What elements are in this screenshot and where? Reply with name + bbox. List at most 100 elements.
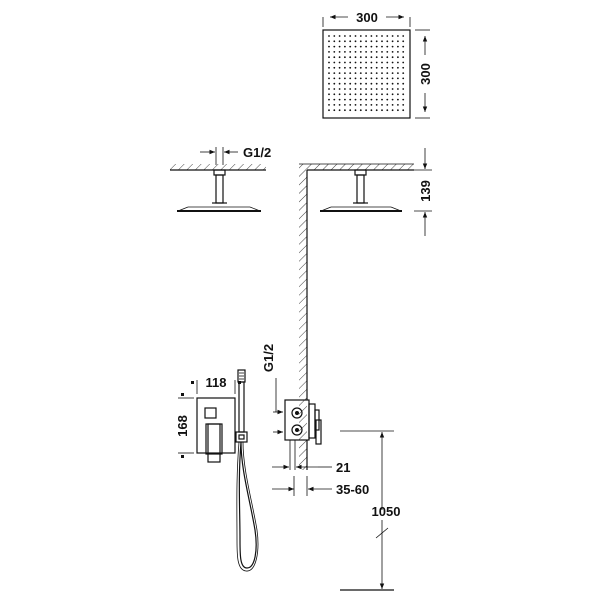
nozzle-dot [370, 77, 373, 80]
nozzle-dot [328, 40, 330, 43]
nozzle-dot [375, 35, 378, 37]
nozzle-dot [375, 45, 378, 48]
shower-head-top-view [322, 29, 411, 119]
nozzle-dot [381, 56, 383, 59]
nozzle-dot [349, 82, 352, 85]
plate-width-label: 118 [206, 375, 227, 390]
nozzle-dot [381, 98, 383, 101]
nozzle-dot [359, 45, 362, 48]
dim-arm-drop: 139 [414, 148, 433, 236]
nozzle-dot [381, 40, 383, 43]
nozzle-dot [402, 56, 405, 59]
nozzle-dot [370, 56, 373, 59]
nozzle-dot [333, 61, 336, 64]
nozzle-dot [365, 66, 367, 69]
nozzle-dot [397, 66, 399, 69]
nozzle-dot [381, 104, 383, 106]
nozzle-dot [375, 72, 378, 74]
nozzle-dot [365, 45, 367, 48]
nozzle-dot [338, 45, 341, 48]
nozzle-dot [391, 88, 394, 90]
nozzle-dot [381, 88, 383, 90]
nozzle-dot [375, 88, 378, 90]
nozzle-dot [328, 72, 330, 74]
nozzle-dot [328, 51, 330, 53]
nozzle-dot [391, 104, 394, 106]
nozzle-dot [359, 109, 362, 112]
nozzle-dot [338, 98, 341, 101]
nozzle-dot [344, 40, 346, 43]
nozzle-dot [365, 93, 367, 96]
nozzle-dot [402, 66, 405, 69]
nozzle-dot [381, 66, 383, 69]
nozzle-dot [338, 56, 341, 59]
nozzle-dot [349, 66, 352, 69]
nozzle-dot [354, 82, 357, 85]
nozzle-dot [338, 104, 341, 106]
nozzle-dot [381, 61, 383, 64]
nozzle-dot [402, 61, 405, 64]
nozzle-dot [370, 35, 373, 37]
head-width-label: 300 [356, 10, 378, 25]
nozzle-dot [391, 45, 394, 48]
nozzle-dot [375, 77, 378, 80]
nozzle-dot [402, 77, 405, 80]
nozzle-dot [365, 35, 367, 37]
nozzle-dot [402, 40, 405, 43]
nozzle-dot [370, 93, 373, 96]
ceiling-right-head [320, 169, 402, 212]
dim-plate-height: 168 [175, 393, 194, 458]
nozzle-dot [333, 51, 336, 53]
nozzle-dot [349, 98, 352, 101]
nozzle-dot [333, 72, 336, 74]
nozzle-dot [359, 61, 362, 64]
nozzle-dot [397, 109, 399, 112]
nozzle-dot [333, 77, 336, 80]
nozzle-dot [375, 109, 378, 112]
nozzle-dot [402, 35, 405, 37]
nozzle-dot [333, 66, 336, 69]
nozzle-dot [333, 40, 336, 43]
nozzle-dot [391, 56, 394, 59]
nozzle-dot [328, 88, 330, 90]
nozzle-dot [338, 109, 341, 112]
nozzle-dot [344, 51, 346, 53]
nozzle-dot [370, 72, 373, 74]
nozzle-dot [338, 40, 341, 43]
nozzle-dot [349, 72, 352, 74]
recess-depth-label: 35-60 [336, 482, 369, 497]
dim-thread-top: G1/2 [200, 145, 271, 165]
nozzle-dot [365, 82, 367, 85]
nozzle-dot [354, 51, 357, 53]
arm-drop-label: 139 [418, 180, 433, 202]
dim-projection: 21 [272, 460, 350, 475]
nozzle-dot [365, 109, 367, 112]
nozzle-dot [375, 61, 378, 64]
nozzle-dot [344, 109, 346, 112]
nozzle-dot [354, 77, 357, 80]
mount-height-label: 1050 [372, 504, 401, 519]
nozzle-dot [359, 77, 362, 80]
nozzle-dot [365, 88, 367, 90]
nozzle-dot [338, 88, 341, 90]
nozzle-dot [386, 104, 389, 106]
nozzle-dot [338, 61, 341, 64]
plate-height-label: 168 [175, 415, 190, 437]
nozzle-dot [328, 66, 330, 69]
thread-top-label: G1/2 [243, 145, 271, 160]
nozzle-dot [370, 109, 373, 112]
nozzle-dot [328, 104, 330, 106]
nozzle-dot [375, 66, 378, 69]
nozzle-dot [344, 56, 346, 59]
nozzle-dot [381, 77, 383, 80]
nozzle-dot [391, 61, 394, 64]
nozzle-dot [359, 56, 362, 59]
nozzle-dot [402, 72, 405, 74]
nozzle-dot [386, 56, 389, 59]
nozzle-dot [375, 40, 378, 43]
nozzle-dot [344, 93, 346, 96]
nozzle-dot [359, 88, 362, 90]
mixer-plate-front [196, 397, 236, 463]
nozzle-dot [397, 61, 399, 64]
dim-recess-depth: 35-60 [272, 476, 369, 497]
